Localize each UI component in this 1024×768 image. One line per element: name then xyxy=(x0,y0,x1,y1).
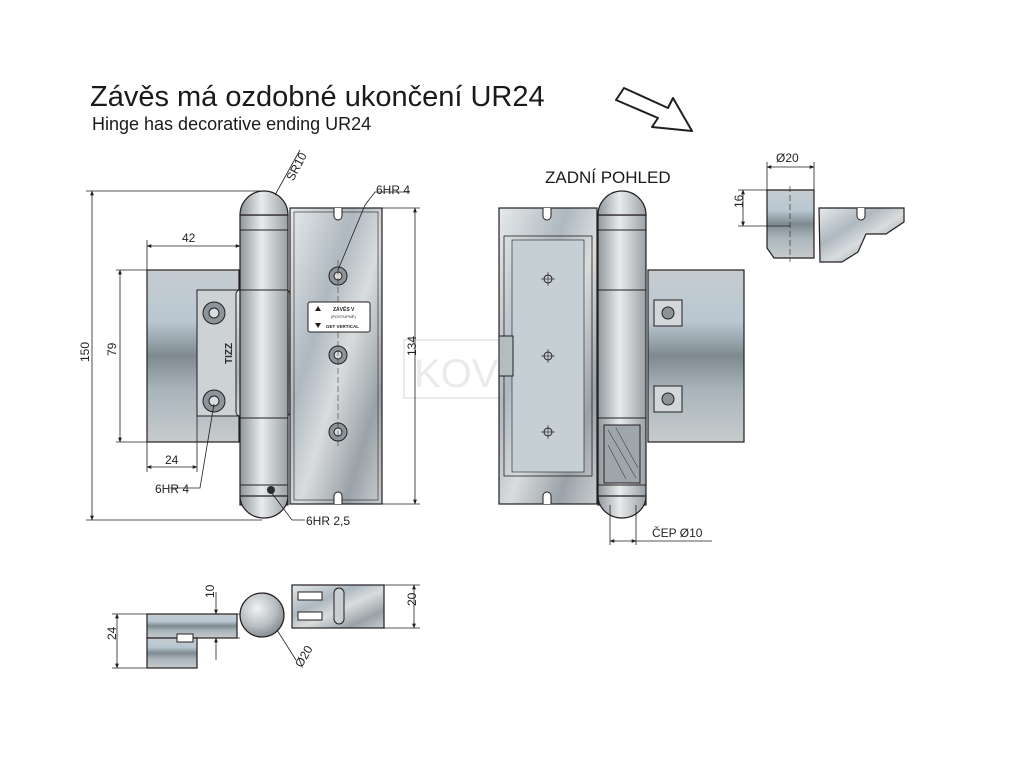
detail-view xyxy=(766,186,905,263)
dim-screw-bottom: 6HR 4 xyxy=(155,482,189,496)
back-dimensions xyxy=(609,505,712,545)
dim-bottom-10: 10 xyxy=(203,584,217,598)
dim-134: 134 xyxy=(405,336,419,356)
front-view: TIZZ ZÁVĚS V (POSTUPNÉ xyxy=(146,190,383,519)
dim-42: 42 xyxy=(182,231,196,245)
bolt-icon xyxy=(653,385,683,413)
dim-24: 24 xyxy=(165,453,179,467)
watermark: KOV xyxy=(403,339,501,399)
dim-150: 150 xyxy=(78,342,92,362)
dim-detail-16: 16 xyxy=(732,194,746,208)
title-czech: Závěs má ozdobné ukončení UR24 xyxy=(90,81,545,113)
plate-label-line1: ZÁVĚS V xyxy=(333,305,355,313)
back-view-label: ZADNÍ POHLED xyxy=(545,168,671,187)
dim-bottom-d20: Ø20 xyxy=(292,643,316,670)
dim-screw-top: 6HR 4 xyxy=(376,183,410,197)
front-dimensions xyxy=(86,149,420,521)
screw-icon xyxy=(202,389,226,413)
small-screw-icon xyxy=(267,486,275,494)
hole-icon xyxy=(541,425,555,439)
arrow-icon xyxy=(615,87,693,132)
back-right-leaf xyxy=(647,269,745,443)
bolt-icon xyxy=(653,299,683,327)
detail-leaf xyxy=(818,207,905,263)
dim-sr10: SR10 xyxy=(283,150,310,183)
up-arrow-icon xyxy=(315,306,321,311)
hole-icon xyxy=(541,272,555,286)
back-view xyxy=(498,190,745,519)
knuckle-body xyxy=(239,214,289,506)
dim-screw-small: 6HR 2,5 xyxy=(306,514,350,528)
knuckle-top-cap xyxy=(239,190,289,216)
screw-icon xyxy=(202,301,226,325)
hole-icon xyxy=(541,349,555,363)
bottom-ball xyxy=(239,592,285,638)
title-english: Hinge has decorative ending UR24 xyxy=(92,114,371,134)
plate-label xyxy=(307,301,371,333)
bottom-view xyxy=(146,584,385,669)
bottom-dimensions xyxy=(112,584,420,669)
detail-dimensions xyxy=(738,162,815,227)
dim-bottom-24: 24 xyxy=(105,626,119,640)
plate-label-line3: GET VERTICAL xyxy=(326,324,359,329)
dim-79: 79 xyxy=(105,342,119,356)
plate-label-line2: (POSTUPNÉ) xyxy=(331,314,356,319)
watermark-text: KOV xyxy=(414,352,499,396)
knuckle-bottom-cap xyxy=(239,495,289,519)
dim-pin: ČEP Ø10 xyxy=(652,525,703,540)
brand-logo: TIZZ xyxy=(224,343,235,364)
down-arrow-icon xyxy=(315,323,321,328)
dim-bottom-20: 20 xyxy=(405,592,419,606)
dim-detail-d20: Ø20 xyxy=(776,151,799,165)
detail-cylinder xyxy=(766,189,815,259)
